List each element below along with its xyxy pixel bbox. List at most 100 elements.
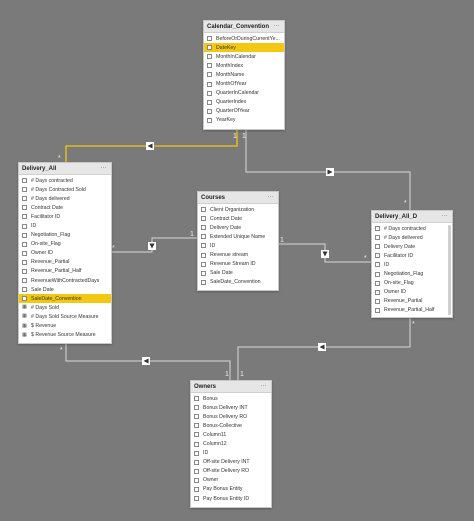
- field-row[interactable]: Negotiation_Flag: [372, 269, 452, 278]
- field-label: # Days Contracted Sold: [31, 186, 86, 193]
- field-row[interactable]: On-site_Flag: [19, 240, 111, 249]
- field-row[interactable]: SaleDate_Convention: [198, 278, 278, 287]
- field-row[interactable]: Pay Bonus Entity ID: [191, 494, 271, 503]
- field-label: DateKey: [216, 44, 236, 51]
- field-row[interactable]: Contract Date: [198, 214, 278, 223]
- table-icon: [201, 243, 206, 249]
- field-row[interactable]: Revenue_Partial_Half: [19, 267, 111, 276]
- table-icon: [207, 90, 212, 96]
- field-row[interactable]: Client Organization: [198, 205, 278, 214]
- field-row[interactable]: Column11: [191, 430, 271, 439]
- field-row[interactable]: QuarterIndex: [204, 98, 284, 107]
- field-row[interactable]: Sale Date: [198, 269, 278, 278]
- field-row[interactable]: Owner: [191, 476, 271, 485]
- field-row[interactable]: Extended Unique Name: [198, 232, 278, 241]
- field-row[interactable]: Delivery Date: [198, 223, 278, 232]
- field-row[interactable]: QuarterInCalendar: [204, 89, 284, 98]
- field-row[interactable]: Contract Date: [19, 203, 111, 212]
- field-row[interactable]: RevenueWithContractedDays: [19, 276, 111, 285]
- field-label: Negotiation_Flag: [31, 232, 71, 239]
- field-row[interactable]: ▦$ Revenue: [19, 322, 111, 331]
- table-header[interactable]: Courses ···: [198, 192, 278, 204]
- field-row[interactable]: MonthOfYear: [204, 79, 284, 88]
- more-options-icon[interactable]: ···: [100, 165, 107, 171]
- field-row[interactable]: ▦# Days Sold: [19, 303, 111, 312]
- field-row[interactable]: QuarterOfYear: [204, 107, 284, 116]
- table-icon: [207, 45, 212, 51]
- field-row[interactable]: MonthInCalendar: [204, 52, 284, 61]
- field-row[interactable]: Facilitator ID: [19, 212, 111, 221]
- field-row[interactable]: Column12: [191, 439, 271, 448]
- field-row[interactable]: ▦$ Revenue Source Measure: [19, 331, 111, 340]
- field-row[interactable]: Owner ID: [19, 249, 111, 258]
- field-row[interactable]: Revenue_Partial: [372, 297, 452, 306]
- cardinality-many-label: *: [404, 200, 407, 207]
- field-row[interactable]: # Days delivered: [372, 233, 452, 242]
- table-header[interactable]: Delivery_All_D ···: [372, 211, 452, 223]
- field-row[interactable]: Facilitator ID: [372, 251, 452, 260]
- table-icon: [22, 205, 27, 211]
- field-row[interactable]: Revenue_Partial: [19, 258, 111, 267]
- field-row[interactable]: Revenue_Partial_Half: [372, 306, 452, 315]
- field-row[interactable]: YearKey: [204, 116, 284, 125]
- table-delivery-all-d[interactable]: Delivery_All_D ··· # Days contracted# Da…: [371, 210, 453, 318]
- field-label: QuarterIndex: [216, 99, 247, 106]
- field-row[interactable]: ID: [191, 449, 271, 458]
- field-row[interactable]: On-site_Flag: [372, 279, 452, 288]
- field-row[interactable]: ID: [198, 241, 278, 250]
- field-row[interactable]: Bonus Delivery RO: [191, 412, 271, 421]
- field-row[interactable]: # Days contracted: [19, 176, 111, 185]
- field-row[interactable]: Sale Date: [19, 285, 111, 294]
- filter-direction-right-icon: [327, 169, 333, 175]
- field-row[interactable]: Off-site Delivery INT: [191, 458, 271, 467]
- table-icon: [201, 279, 206, 285]
- field-row[interactable]: BeforeOrDuringCurrentYe...: [204, 34, 284, 43]
- table-calendar-convention[interactable]: Calendar_Convention ··· BeforeOrDuringCu…: [203, 20, 285, 130]
- field-row[interactable]: Delivery Date: [372, 242, 452, 251]
- field-row[interactable]: Negotiation_Flag: [19, 231, 111, 240]
- more-options-icon[interactable]: ···: [260, 383, 267, 389]
- table-icon: [194, 414, 199, 420]
- field-row[interactable]: SaleDate_Convention: [19, 294, 111, 304]
- field-row[interactable]: Revenue stream: [198, 250, 278, 259]
- field-label: MonthName: [216, 71, 245, 78]
- field-row[interactable]: Bonus Delivery INT: [191, 403, 271, 412]
- field-label: MonthIndex: [216, 62, 244, 69]
- field-row[interactable]: ID: [19, 221, 111, 230]
- field-label: Owner ID: [31, 250, 53, 257]
- field-row[interactable]: DateKey: [204, 43, 284, 53]
- field-row[interactable]: ▦# Days Sold Source Measure: [19, 312, 111, 321]
- field-row[interactable]: Bonus: [191, 394, 271, 403]
- field-label: Pay Bonus Entity: [203, 486, 243, 493]
- cardinality-one-label: 1: [233, 133, 237, 140]
- table-icon: [194, 459, 199, 465]
- field-row[interactable]: Owner ID: [372, 288, 452, 297]
- field-row[interactable]: Revenue Stream ID: [198, 260, 278, 269]
- table-icon: [194, 423, 199, 429]
- table-delivery-all[interactable]: Delivery_All ··· # Days contracted# Days…: [18, 162, 112, 344]
- table-title: Delivery_All: [22, 165, 57, 172]
- more-options-icon[interactable]: ···: [267, 194, 274, 200]
- field-row[interactable]: # Days contracted: [372, 224, 452, 233]
- field-row[interactable]: Off-site Delivery RO: [191, 467, 271, 476]
- more-options-icon[interactable]: ···: [441, 213, 448, 219]
- field-row[interactable]: MonthName: [204, 70, 284, 79]
- more-options-icon[interactable]: ···: [273, 23, 280, 29]
- field-row[interactable]: ID: [372, 260, 452, 269]
- field-label: Revenue_Partial: [384, 298, 423, 305]
- table-header[interactable]: Owners ···: [191, 381, 271, 393]
- table-header[interactable]: Delivery_All ···: [19, 163, 111, 175]
- field-row[interactable]: # Days delivered: [19, 194, 111, 203]
- field-row[interactable]: Pay Bonus Entity: [191, 485, 271, 494]
- table-icon: [194, 396, 199, 402]
- field-row[interactable]: # Days Contracted Sold: [19, 185, 111, 194]
- field-row[interactable]: Bonus-Collective: [191, 421, 271, 430]
- table-icon: [201, 270, 206, 276]
- sum-icon: ▦: [22, 322, 27, 329]
- table-header[interactable]: Calendar_Convention ···: [204, 21, 284, 33]
- field-row[interactable]: MonthIndex: [204, 61, 284, 70]
- scrollbar[interactable]: [448, 225, 451, 315]
